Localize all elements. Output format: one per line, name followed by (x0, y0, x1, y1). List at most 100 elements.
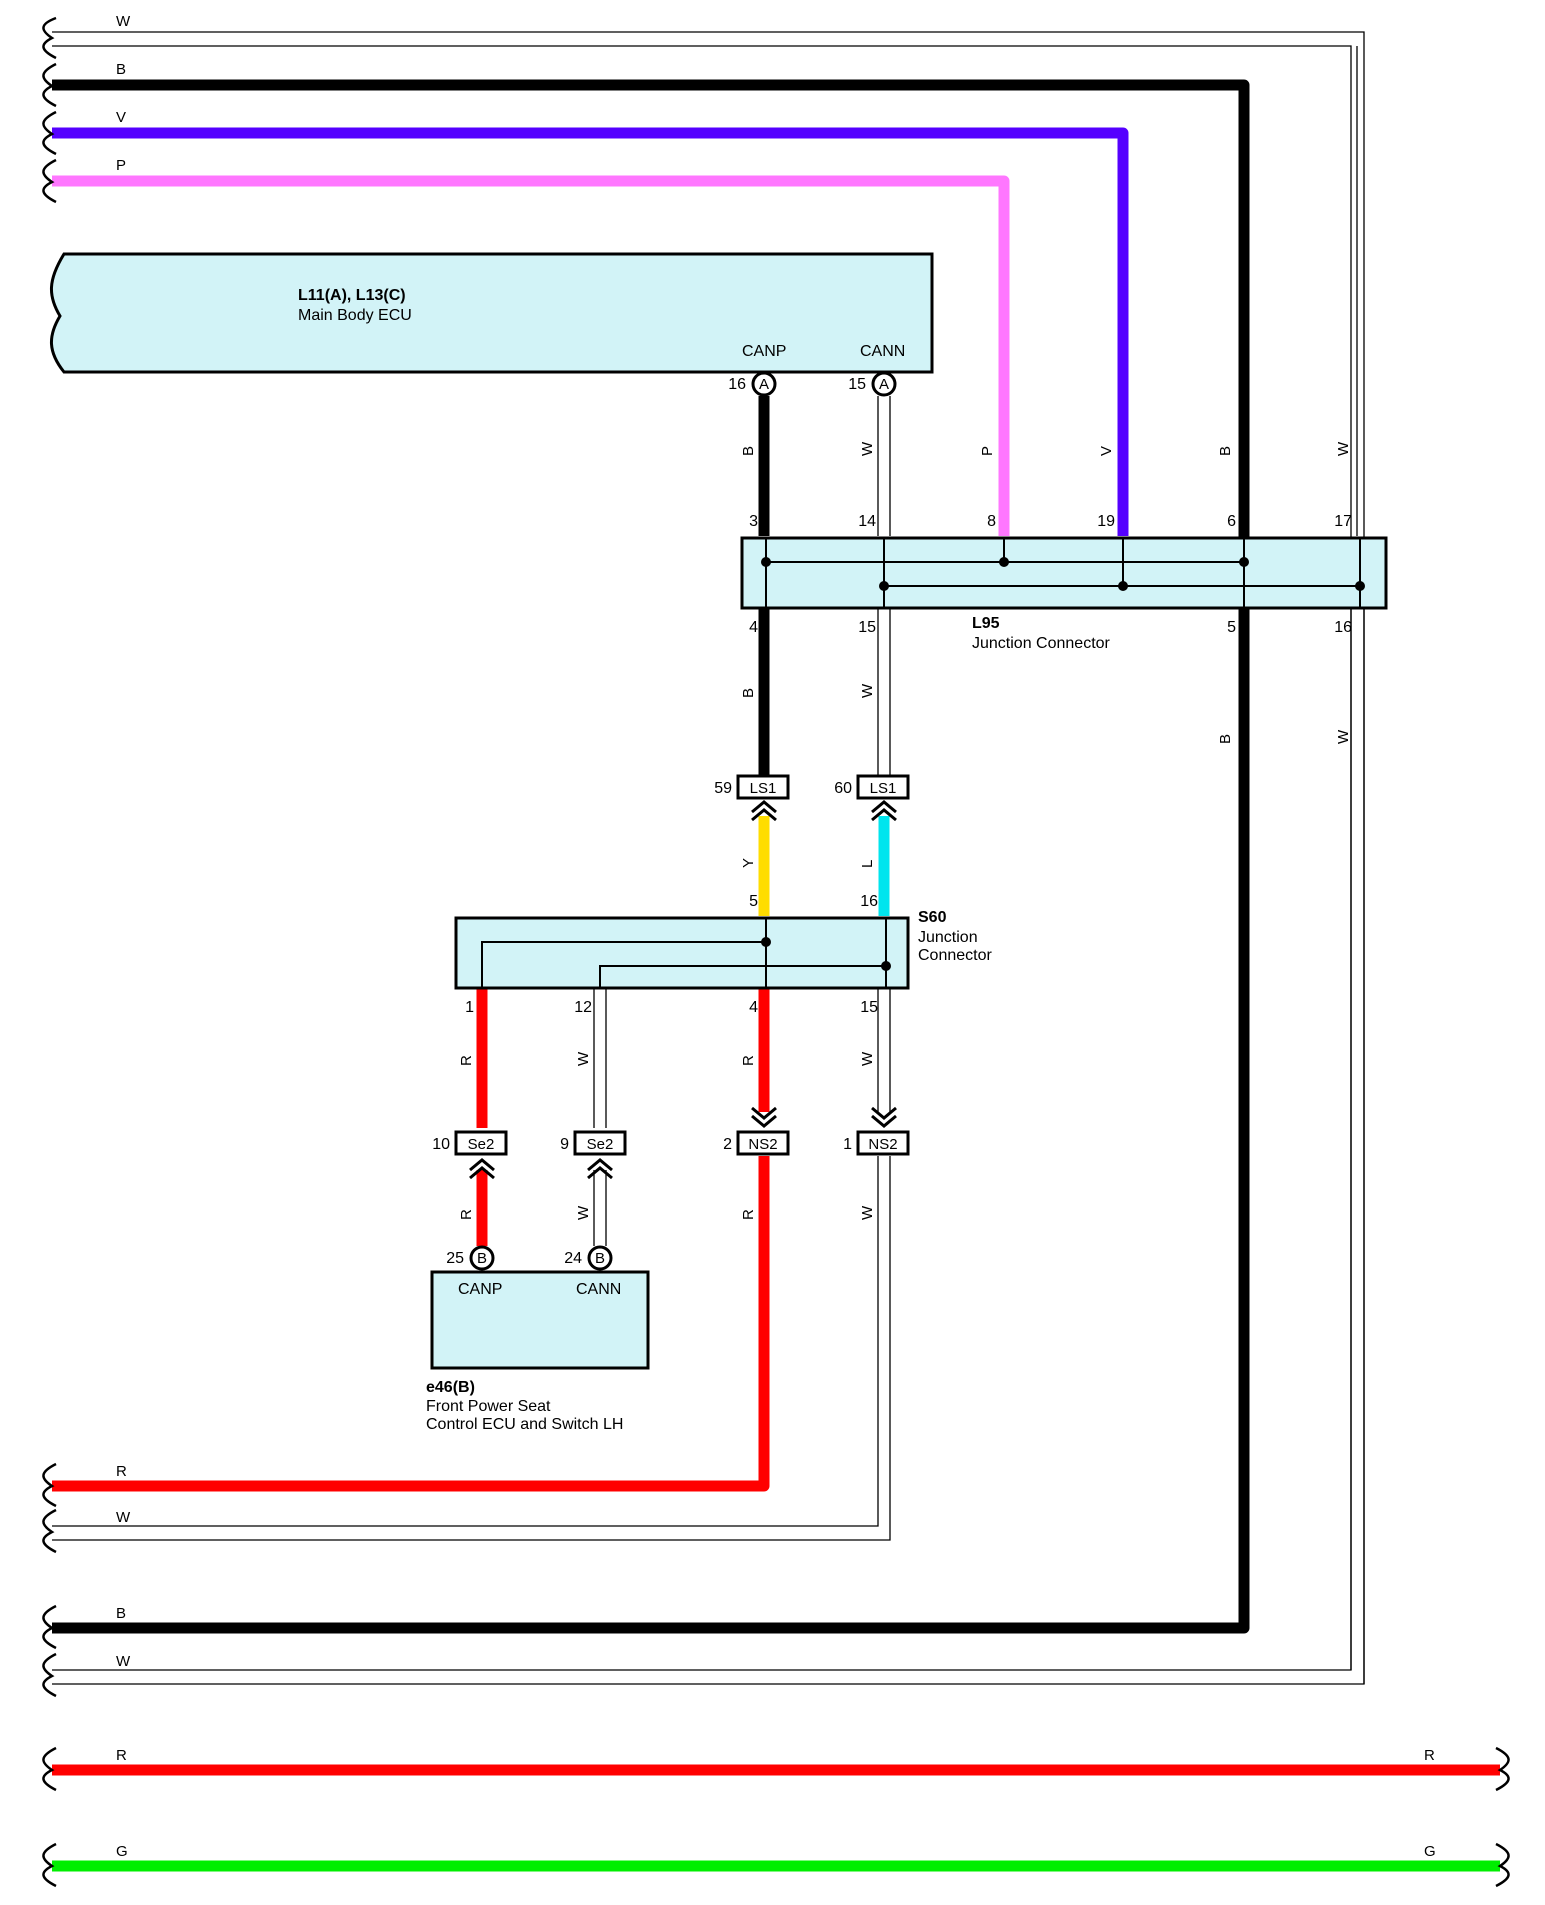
s60-pin-5: 5 (749, 893, 758, 910)
wire-w-ns2-1-a (52, 1156, 879, 1527)
connector-b25: B 25 (446, 1245, 495, 1271)
label-left-w-top: W (116, 13, 131, 30)
label-left-g-bot: G (116, 1843, 128, 1860)
label-vert-b-2: B (1217, 446, 1234, 456)
break-marks-left (42, 16, 1510, 1888)
label-left-r-bot: R (116, 1747, 127, 1764)
e46-box (430, 1270, 650, 1370)
s60-dot-2 (881, 961, 891, 971)
label-vert-w-3: W (859, 683, 876, 698)
connector-se2-9: Se2 9 (560, 1130, 627, 1180)
l95-splice-dots (761, 557, 1365, 591)
label-left-w-bot: W (116, 1653, 131, 1670)
s60-id: S60 (918, 909, 947, 926)
label-left-v-top: V (116, 109, 126, 126)
wire-w-se2-9 (593, 1170, 607, 1246)
svg-text:60: 60 (834, 780, 852, 797)
label-vert-w-1: W (859, 441, 876, 456)
svg-text:9: 9 (560, 1136, 569, 1153)
l95-pin-14: 14 (858, 513, 876, 530)
l95-pin-16: 16 (1334, 619, 1352, 636)
s60-dot-1 (761, 937, 771, 947)
label-left-r-mid: R (116, 1463, 127, 1480)
label-vert-y: Y (740, 858, 757, 868)
label-vert-w-5: W (575, 1051, 592, 1066)
label-vert-v-1: V (1098, 446, 1115, 456)
label-right-g-bot: G (1424, 1843, 1436, 1860)
e46-id: e46(B) (426, 1379, 475, 1396)
label-vert-r-2: R (740, 1055, 757, 1066)
l95-pin-8: 8 (987, 513, 996, 530)
wire-w-s60-15 (877, 988, 891, 1112)
wire-b-main (52, 79, 1250, 1634)
connector-a16: A 16 (728, 371, 777, 397)
wire-w-s60-12 (593, 988, 607, 1128)
connector-b24: B 24 (564, 1245, 613, 1271)
s60-name-2: Connector (918, 947, 992, 964)
label-vert-l: L (859, 860, 876, 868)
wire-v (52, 127, 1129, 536)
svg-text:24: 24 (564, 1250, 582, 1267)
label-vert-r-1: R (458, 1055, 475, 1066)
svg-text:B: B (477, 1250, 487, 1267)
svg-text:B: B (595, 1250, 605, 1267)
svg-text:1: 1 (843, 1136, 852, 1153)
connector-a15: A 15 (848, 371, 897, 397)
s60-name-1: Junction (918, 929, 978, 946)
s60-pin-16: 16 (860, 893, 878, 910)
main-body-ecu-pin-cann: CANN (860, 343, 905, 360)
main-body-ecu-id: L11(A), L13(C) (298, 287, 406, 304)
svg-text:10: 10 (432, 1136, 450, 1153)
s60-pin-12: 12 (574, 999, 592, 1016)
connector-ns2-2: NS2 2 (723, 1106, 790, 1156)
svg-text:59: 59 (714, 780, 732, 797)
connector-ls1-60: LS1 60 (834, 774, 910, 822)
l95-pin-19: 19 (1097, 513, 1115, 530)
label-vert-r-3: R (458, 1209, 475, 1220)
svg-text:NS2: NS2 (868, 1136, 897, 1153)
label-vert-w-8: W (859, 1205, 876, 1220)
main-body-ecu-box (49, 252, 934, 374)
wire-w-cann-upper (877, 396, 891, 536)
s60-internal (481, 918, 887, 988)
label-left-b-bot: B (116, 1605, 126, 1622)
l95-pin-6: 6 (1227, 513, 1236, 530)
label-vert-b-1: B (740, 446, 757, 456)
label-vert-w-7: W (575, 1205, 592, 1220)
svg-text:2: 2 (723, 1136, 732, 1153)
label-vert-w-4: W (1335, 729, 1352, 744)
l95-box (740, 536, 1388, 610)
l95-pin-15: 15 (858, 619, 876, 636)
wire-w-ns2-1-b (52, 1156, 891, 1541)
l95-pin-17: 17 (1334, 513, 1352, 530)
label-vert-w-6: W (859, 1051, 876, 1066)
label-right-r-bot: R (1424, 1747, 1435, 1764)
label-left-w-mid: W (116, 1509, 131, 1526)
e46-name-1: Front Power Seat (426, 1398, 551, 1415)
wire-r-ns2-2 (52, 1156, 770, 1492)
svg-text:A: A (879, 376, 889, 393)
l95-pin-3: 3 (749, 513, 758, 530)
l95-pin-4: 4 (749, 619, 758, 636)
l95-pin-5: 5 (1227, 619, 1236, 636)
label-vert-p-1: P (979, 446, 996, 456)
label-vert-r-4: R (740, 1209, 757, 1220)
svg-text:NS2: NS2 (748, 1136, 777, 1153)
svg-text:Se2: Se2 (587, 1136, 614, 1153)
e46-pin-cann: CANN (576, 1281, 621, 1298)
svg-text:LS1: LS1 (870, 780, 897, 797)
label-vert-b-3: B (740, 688, 757, 698)
svg-text:15: 15 (848, 376, 866, 393)
connector-se2-10: Se2 10 (432, 1130, 508, 1180)
svg-text:16: 16 (728, 376, 746, 393)
label-left-b-top: B (116, 61, 126, 78)
s60-pin-15: 15 (860, 999, 878, 1016)
s60-pin-1: 1 (465, 999, 474, 1016)
connector-ls1-59: LS1 59 (714, 774, 790, 822)
wire-w-l95-15 (877, 608, 891, 776)
l95-name: Junction Connector (972, 635, 1111, 652)
svg-text:A: A (759, 376, 769, 393)
svg-text:25: 25 (446, 1250, 464, 1267)
wire-p (52, 175, 1010, 536)
